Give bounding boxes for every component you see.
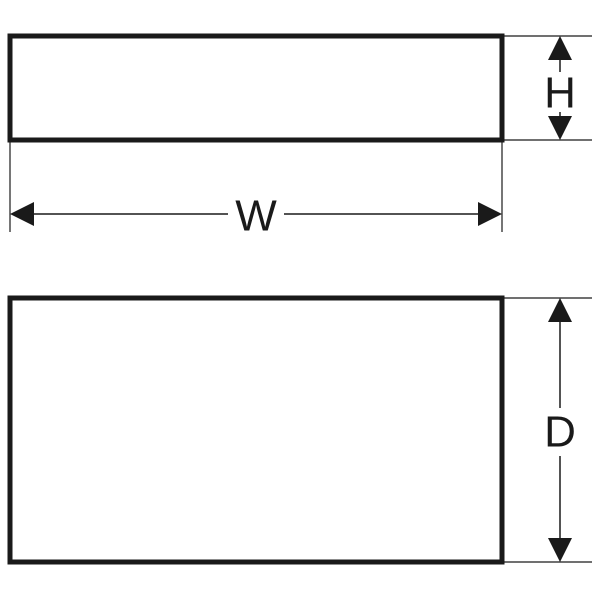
height-label: H [544, 69, 576, 118]
top-view: D [7, 295, 592, 565]
top-view-rectangle [7, 295, 505, 565]
front-view: H W [7, 33, 592, 241]
width-label: W [235, 192, 277, 241]
depth-label: D [544, 408, 576, 457]
front-view-rectangle [7, 33, 505, 143]
